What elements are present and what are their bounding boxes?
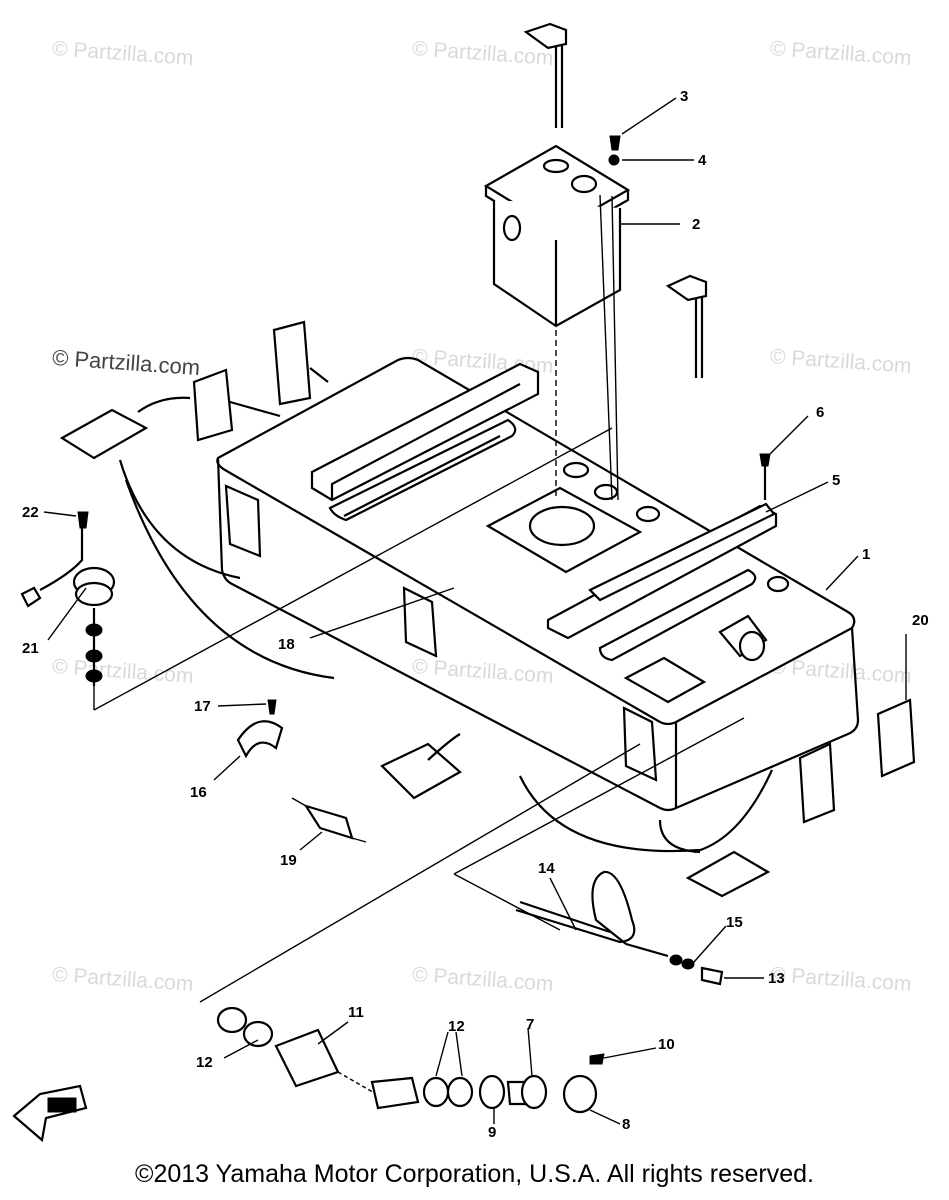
fuel-gauge-top xyxy=(523,22,568,128)
callout-5: 5 xyxy=(832,472,841,489)
callout-4: 4 xyxy=(698,152,707,169)
fuel-gauge-middle xyxy=(665,274,708,378)
callout-20: 20 xyxy=(912,612,929,629)
callout-13: 13 xyxy=(768,970,785,987)
callout-6: 6 xyxy=(816,404,825,421)
callout-1: 1 xyxy=(862,546,871,563)
callout-21: 21 xyxy=(22,640,39,657)
pads xyxy=(59,320,916,898)
callout-22: 22 xyxy=(22,504,39,521)
front-arrow-icon xyxy=(12,1084,88,1143)
callout-12a: 12 xyxy=(448,1018,465,1035)
callout-19: 19 xyxy=(280,852,297,869)
fuel-line-components xyxy=(216,1006,605,1114)
filler-cap-part-21 xyxy=(20,511,116,686)
callout-7: 7 xyxy=(526,1016,535,1033)
callout-9: 9 xyxy=(488,1124,497,1141)
callout-8: 8 xyxy=(622,1116,631,1133)
callout-3: 3 xyxy=(680,88,689,105)
callout-2: 2 xyxy=(692,216,701,233)
callout-14: 14 xyxy=(538,860,555,877)
callout-10: 10 xyxy=(658,1036,675,1053)
callout-18: 18 xyxy=(278,636,295,653)
copyright-notice: ©2013 Yamaha Motor Corporation, U.S.A. A… xyxy=(135,1160,814,1188)
hose-part-14 xyxy=(515,870,724,986)
callout-16: 16 xyxy=(190,784,207,801)
callout-11: 11 xyxy=(348,1004,364,1021)
callout-12b: 12 xyxy=(196,1054,213,1071)
callout-17: 17 xyxy=(194,698,211,715)
callout-15: 15 xyxy=(726,914,743,931)
oil-tank-part-2 xyxy=(483,144,631,328)
fuel-tank-part-1 xyxy=(216,356,860,812)
